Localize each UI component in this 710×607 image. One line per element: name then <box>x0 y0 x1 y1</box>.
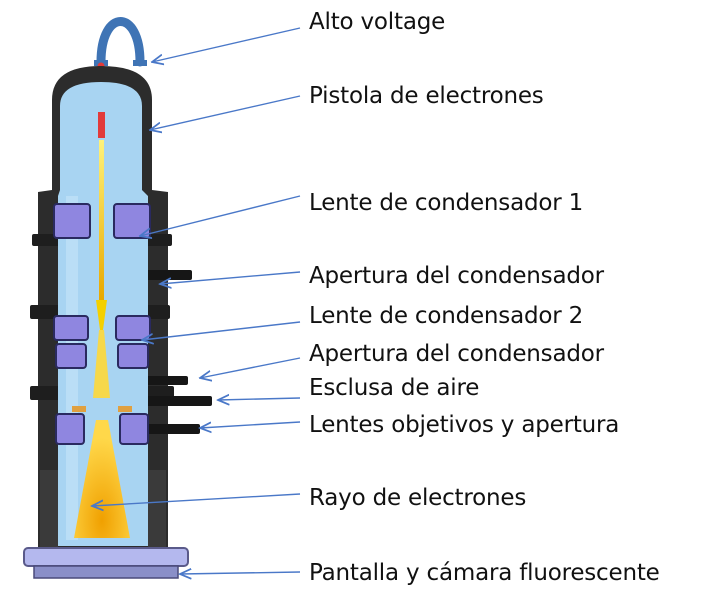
label-electron-beam: Rayo de electrones <box>309 485 527 511</box>
label-condenser-aperture-2: Apertura del condensador <box>309 341 604 367</box>
camera-base <box>33 565 179 579</box>
arrow-air-lock <box>218 398 301 400</box>
airlock-rod <box>128 396 212 406</box>
beam-crossover <box>96 300 107 330</box>
objective-lens-right <box>119 413 149 445</box>
label-objective-lens-aperture: Lentes objetivos y apertura <box>309 412 620 438</box>
arrow-condenser-lens-1 <box>140 195 301 236</box>
arrow-electron-gun <box>150 95 301 130</box>
arrow-condenser-aperture-2 <box>200 357 301 378</box>
screen-plate <box>23 547 189 567</box>
arrow-high-voltage <box>152 27 301 62</box>
arrow-condenser-lens-2 <box>142 321 301 340</box>
label-electron-gun: Pistola de electrones <box>309 83 544 109</box>
condenser-lens-2b-left <box>55 343 87 369</box>
label-condenser-lens-1: Lente de condensador 1 <box>309 190 584 216</box>
beam-cone <box>74 420 130 538</box>
condenser-lens-2b-right <box>117 343 149 369</box>
leader-arrows <box>92 27 301 574</box>
cable-connector-right <box>133 60 147 66</box>
arrow-condenser-aperture-1 <box>160 271 301 284</box>
label-condenser-lens-2: Lente de condensador 2 <box>309 303 584 329</box>
condenser-lens-1-right <box>113 203 151 239</box>
arrow-objective-lens <box>200 421 301 428</box>
gun-tip <box>98 112 105 138</box>
label-condenser-aperture-1: Apertura del condensador <box>309 263 604 289</box>
label-high-voltage: Alto voltage <box>309 9 446 35</box>
lower-barrel-left <box>40 470 58 548</box>
lower-barrel-right <box>148 470 166 548</box>
beam-upper <box>99 140 104 300</box>
condenser-lens-1-left <box>53 203 91 239</box>
objective-pole-right <box>118 406 132 412</box>
arrow-electron-beam <box>92 493 301 506</box>
condenser-lens-2-right <box>115 315 151 341</box>
condenser-lens-2-left <box>53 315 89 341</box>
label-air-lock: Esclusa de aire <box>309 375 480 401</box>
label-fluorescent-screen-camera: Pantalla y cámara fluorescente <box>309 560 660 586</box>
beam-middle <box>93 330 110 398</box>
high-voltage-cable <box>96 17 145 67</box>
arrow-fluorescent-screen <box>180 572 301 574</box>
objective-pole-left <box>72 406 86 412</box>
objective-lens-left <box>55 413 85 445</box>
